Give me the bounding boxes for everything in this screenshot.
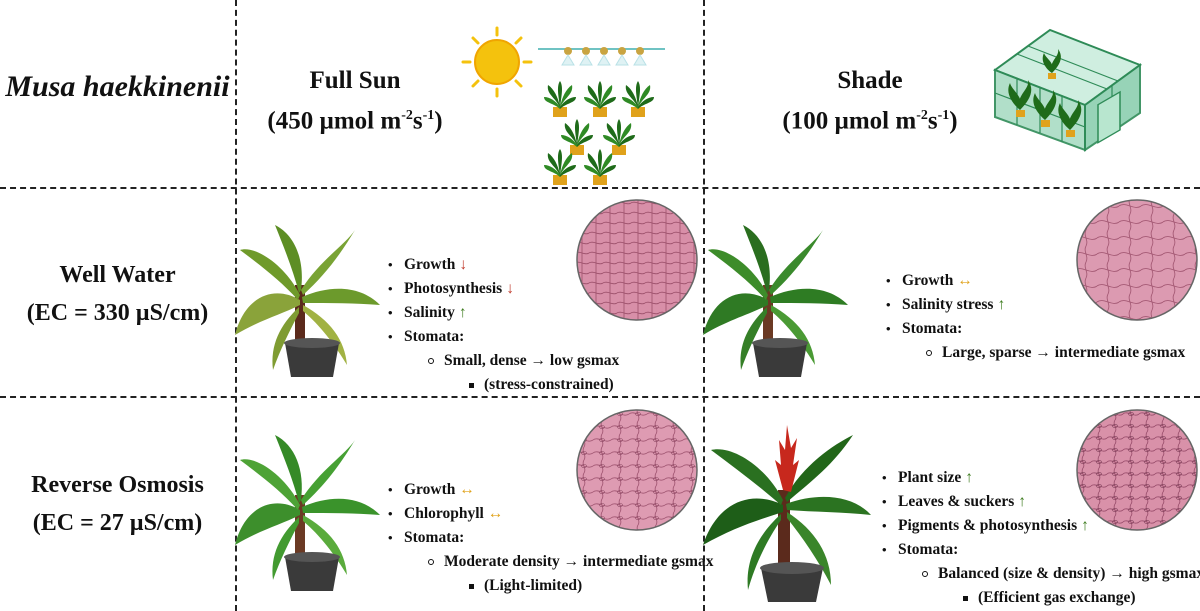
- trait-chlorophyll: Chlorophyll↔: [388, 502, 713, 526]
- trait-salinity: Salinity↑: [388, 301, 619, 325]
- trait-growth: Growth↓: [388, 253, 619, 277]
- column-header-full-sun: Full Sun (450 µmol m-2s-1): [255, 63, 455, 138]
- row-title: Reverse Osmosis: [31, 472, 204, 498]
- cell-well-water-full-sun: Growth↓ Photosynthesis↓ Salinity↑ Stomat…: [388, 253, 619, 397]
- column-divider-1: [235, 0, 237, 611]
- trait-pigments-photosynthesis: Pigments & photosynthesis↑: [882, 514, 1200, 538]
- stomata-detail: Small, dense → low gsmax (stress-constra…: [428, 349, 619, 397]
- species-name: Musa haekkinenii: [5, 70, 230, 103]
- column-title: Shade: [837, 67, 903, 94]
- trait-leaves-suckers: Leaves & suckers↑: [882, 490, 1200, 514]
- flower-icon: [775, 425, 799, 492]
- trait-growth: Growth↔: [886, 269, 1185, 293]
- full-sun-illustration: [461, 26, 665, 185]
- cell-reverse-osmosis-shade: Plant size↑ Leaves & suckers↑ Pigments &…: [882, 466, 1200, 610]
- column-title: Full Sun: [309, 67, 401, 94]
- pot-icon: [284, 338, 340, 377]
- banana-plant-icon: [703, 225, 848, 370]
- pot-icon: [284, 552, 340, 591]
- greenhouse-icon: [992, 28, 1143, 152]
- stomata-note: (Efficient gas exchange): [962, 586, 1200, 610]
- row-header-well-water: Well Water (EC = 330 µS/cm): [0, 256, 235, 332]
- row-divider-1: [0, 187, 1200, 189]
- banana-plant-illustration-ww-shade: [703, 225, 848, 377]
- trait-stomata: Stomata: Balanced (size & density) → hig…: [882, 538, 1200, 610]
- greenhouse-illustration: [992, 28, 1143, 152]
- stomata-detail: Moderate density → intermediate gsmax (L…: [428, 550, 713, 598]
- cell-well-water-shade: Growth↔ Salinity stress↑ Stomata: Large,…: [886, 269, 1185, 365]
- banana-plant-icon: [235, 435, 380, 580]
- trait-plant-size: Plant size↑: [882, 466, 1200, 490]
- trait-stomata: Stomata: Small, dense → low gsmax (stres…: [388, 325, 619, 397]
- banana-plant-illustration-ro-shade: [703, 425, 871, 602]
- stomata-detail: Balanced (size & density) → high gsmax (…: [922, 562, 1200, 610]
- plant-grid-icon: [544, 81, 654, 185]
- pot-icon: [752, 338, 808, 377]
- row-ec: (EC = 27 µS/cm): [32, 510, 203, 536]
- cell-reverse-osmosis-full-sun: Growth↔ Chlorophyll↔ Stomata: Moderate d…: [388, 478, 713, 598]
- grow-light-bar-icon: [538, 47, 665, 66]
- stomata-note: (Light-limited): [468, 574, 713, 598]
- banana-plant-illustration-ro-sun: [235, 435, 380, 591]
- column-pfd: (450 µmol m-2s-1): [267, 107, 443, 135]
- banana-plant-illustration-ww-sun: [235, 225, 380, 377]
- greenhouse-plants-icon: [1008, 49, 1082, 137]
- pot-icon: [760, 562, 824, 602]
- stomata-detail: Large, sparse → intermediate gsmax: [926, 341, 1185, 365]
- trait-stomata: Stomata: Large, sparse → intermediate gs…: [886, 317, 1185, 365]
- row-ec: (EC = 330 µS/cm): [26, 300, 209, 326]
- banana-plant-icon: [235, 225, 380, 370]
- stomata-note: (stress-constrained): [468, 373, 619, 397]
- banana-plant-icon: [703, 435, 871, 590]
- trait-photosynthesis: Photosynthesis↓: [388, 277, 619, 301]
- row-title: Well Water: [59, 262, 176, 288]
- column-header-shade: Shade (100 µmol m-2s-1): [770, 63, 970, 138]
- column-pfd: (100 µmol m-2s-1): [782, 107, 958, 135]
- sun-icon: [461, 26, 533, 98]
- trait-stomata: Stomata: Moderate density → intermediate…: [388, 526, 713, 598]
- column-divider-2: [703, 0, 705, 611]
- trait-salinity-stress: Salinity stress↑: [886, 293, 1185, 317]
- row-divider-2: [0, 396, 1200, 398]
- row-header-reverse-osmosis: Reverse Osmosis (EC = 27 µS/cm): [0, 466, 235, 542]
- trait-growth: Growth↔: [388, 478, 713, 502]
